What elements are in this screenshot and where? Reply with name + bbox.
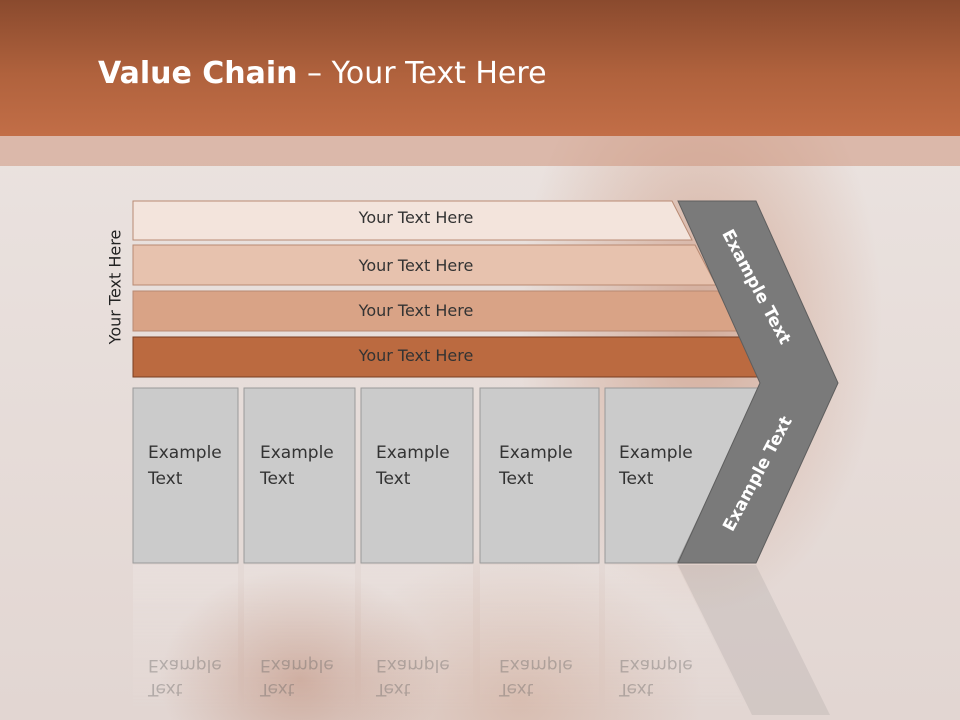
svg-text:Example: Example: [260, 655, 334, 675]
svg-text:Example: Example: [376, 655, 450, 675]
svg-text:Text: Text: [618, 679, 654, 699]
box-text-line2: Text: [376, 469, 411, 489]
slide-title: Value Chain – Your Text Here: [98, 56, 547, 91]
box-text-line1: Example: [619, 443, 693, 463]
row-label-1: Your Text Here: [358, 208, 474, 227]
box-text-3: Example Text: [376, 440, 476, 492]
title-bold: Value Chain: [98, 56, 298, 91]
box-1: [132, 387, 239, 564]
box-4: [479, 387, 600, 564]
svg-text:Text: Text: [147, 679, 183, 699]
header-bar: [0, 0, 960, 136]
svg-text:Text: Text: [375, 679, 411, 699]
box-text-line1: Example: [260, 443, 334, 463]
row-label-3: Your Text Here: [358, 301, 474, 320]
title-rest: – Your Text Here: [297, 56, 547, 91]
svg-text:Example: Example: [499, 655, 573, 675]
box-text-4: Example Text: [499, 440, 599, 492]
row-label-4: Your Text Here: [358, 346, 474, 365]
box-text-line2: Text: [499, 469, 534, 489]
box-text-line1: Example: [376, 443, 450, 463]
box-text-line1: Example: [148, 443, 222, 463]
box-2: [243, 387, 356, 564]
box-text-5: Example Text: [619, 440, 719, 492]
svg-text:Example: Example: [148, 655, 222, 675]
svg-text:Text: Text: [259, 679, 295, 699]
box-text-2: Example Text: [260, 440, 360, 492]
box-text-line2: Text: [260, 469, 295, 489]
svg-text:Text: Text: [498, 679, 534, 699]
box-5: [604, 387, 761, 564]
chevron-arrow: [677, 200, 839, 564]
reflection: [133, 565, 830, 715]
box-text-line2: Text: [619, 469, 654, 489]
box-text-1: Example Text: [148, 440, 248, 492]
row-band-1: [132, 200, 693, 241]
header-strip: [0, 136, 960, 166]
box-3: [360, 387, 474, 564]
box-text-line2: Text: [148, 469, 183, 489]
box-text-line1: Example: [499, 443, 573, 463]
row-label-2: Your Text Here: [358, 256, 474, 275]
svg-text:Example: Example: [619, 655, 693, 675]
